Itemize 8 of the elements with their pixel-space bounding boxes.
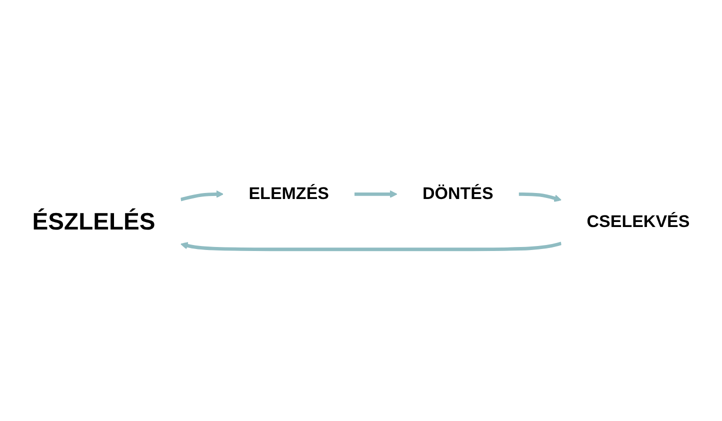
node-text: CSELEKVÉS <box>586 212 690 232</box>
node-text: ELEMZÉS <box>248 184 329 204</box>
arrow <box>518 192 562 202</box>
node-text: ÉSZLELÉS <box>32 208 156 235</box>
arrow <box>180 190 224 202</box>
arrow <box>354 190 398 198</box>
node-text: DÖNTÉS <box>422 184 494 204</box>
arrow <box>180 242 562 252</box>
